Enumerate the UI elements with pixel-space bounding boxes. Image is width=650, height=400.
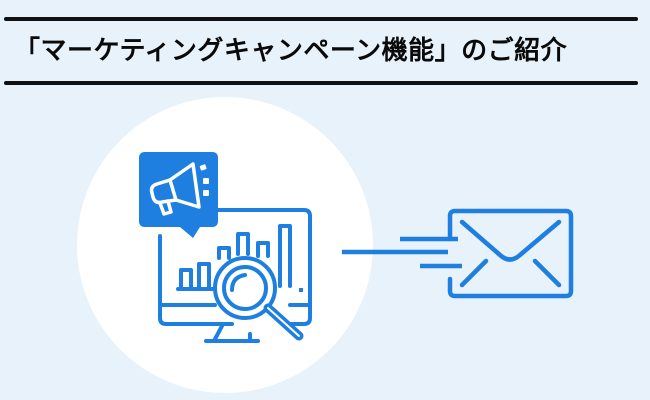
envelope-icon — [447, 208, 574, 299]
megaphone-bubble-icon — [139, 152, 218, 238]
page-title: 「マーケティングキャンペーン機能」のご紹介 — [14, 36, 568, 66]
bottom-divider — [4, 81, 638, 85]
icon-circle-background — [77, 97, 373, 393]
monitor-analytics-icon — [158, 208, 312, 343]
top-divider — [4, 17, 638, 21]
speed-lines — [342, 236, 462, 269]
